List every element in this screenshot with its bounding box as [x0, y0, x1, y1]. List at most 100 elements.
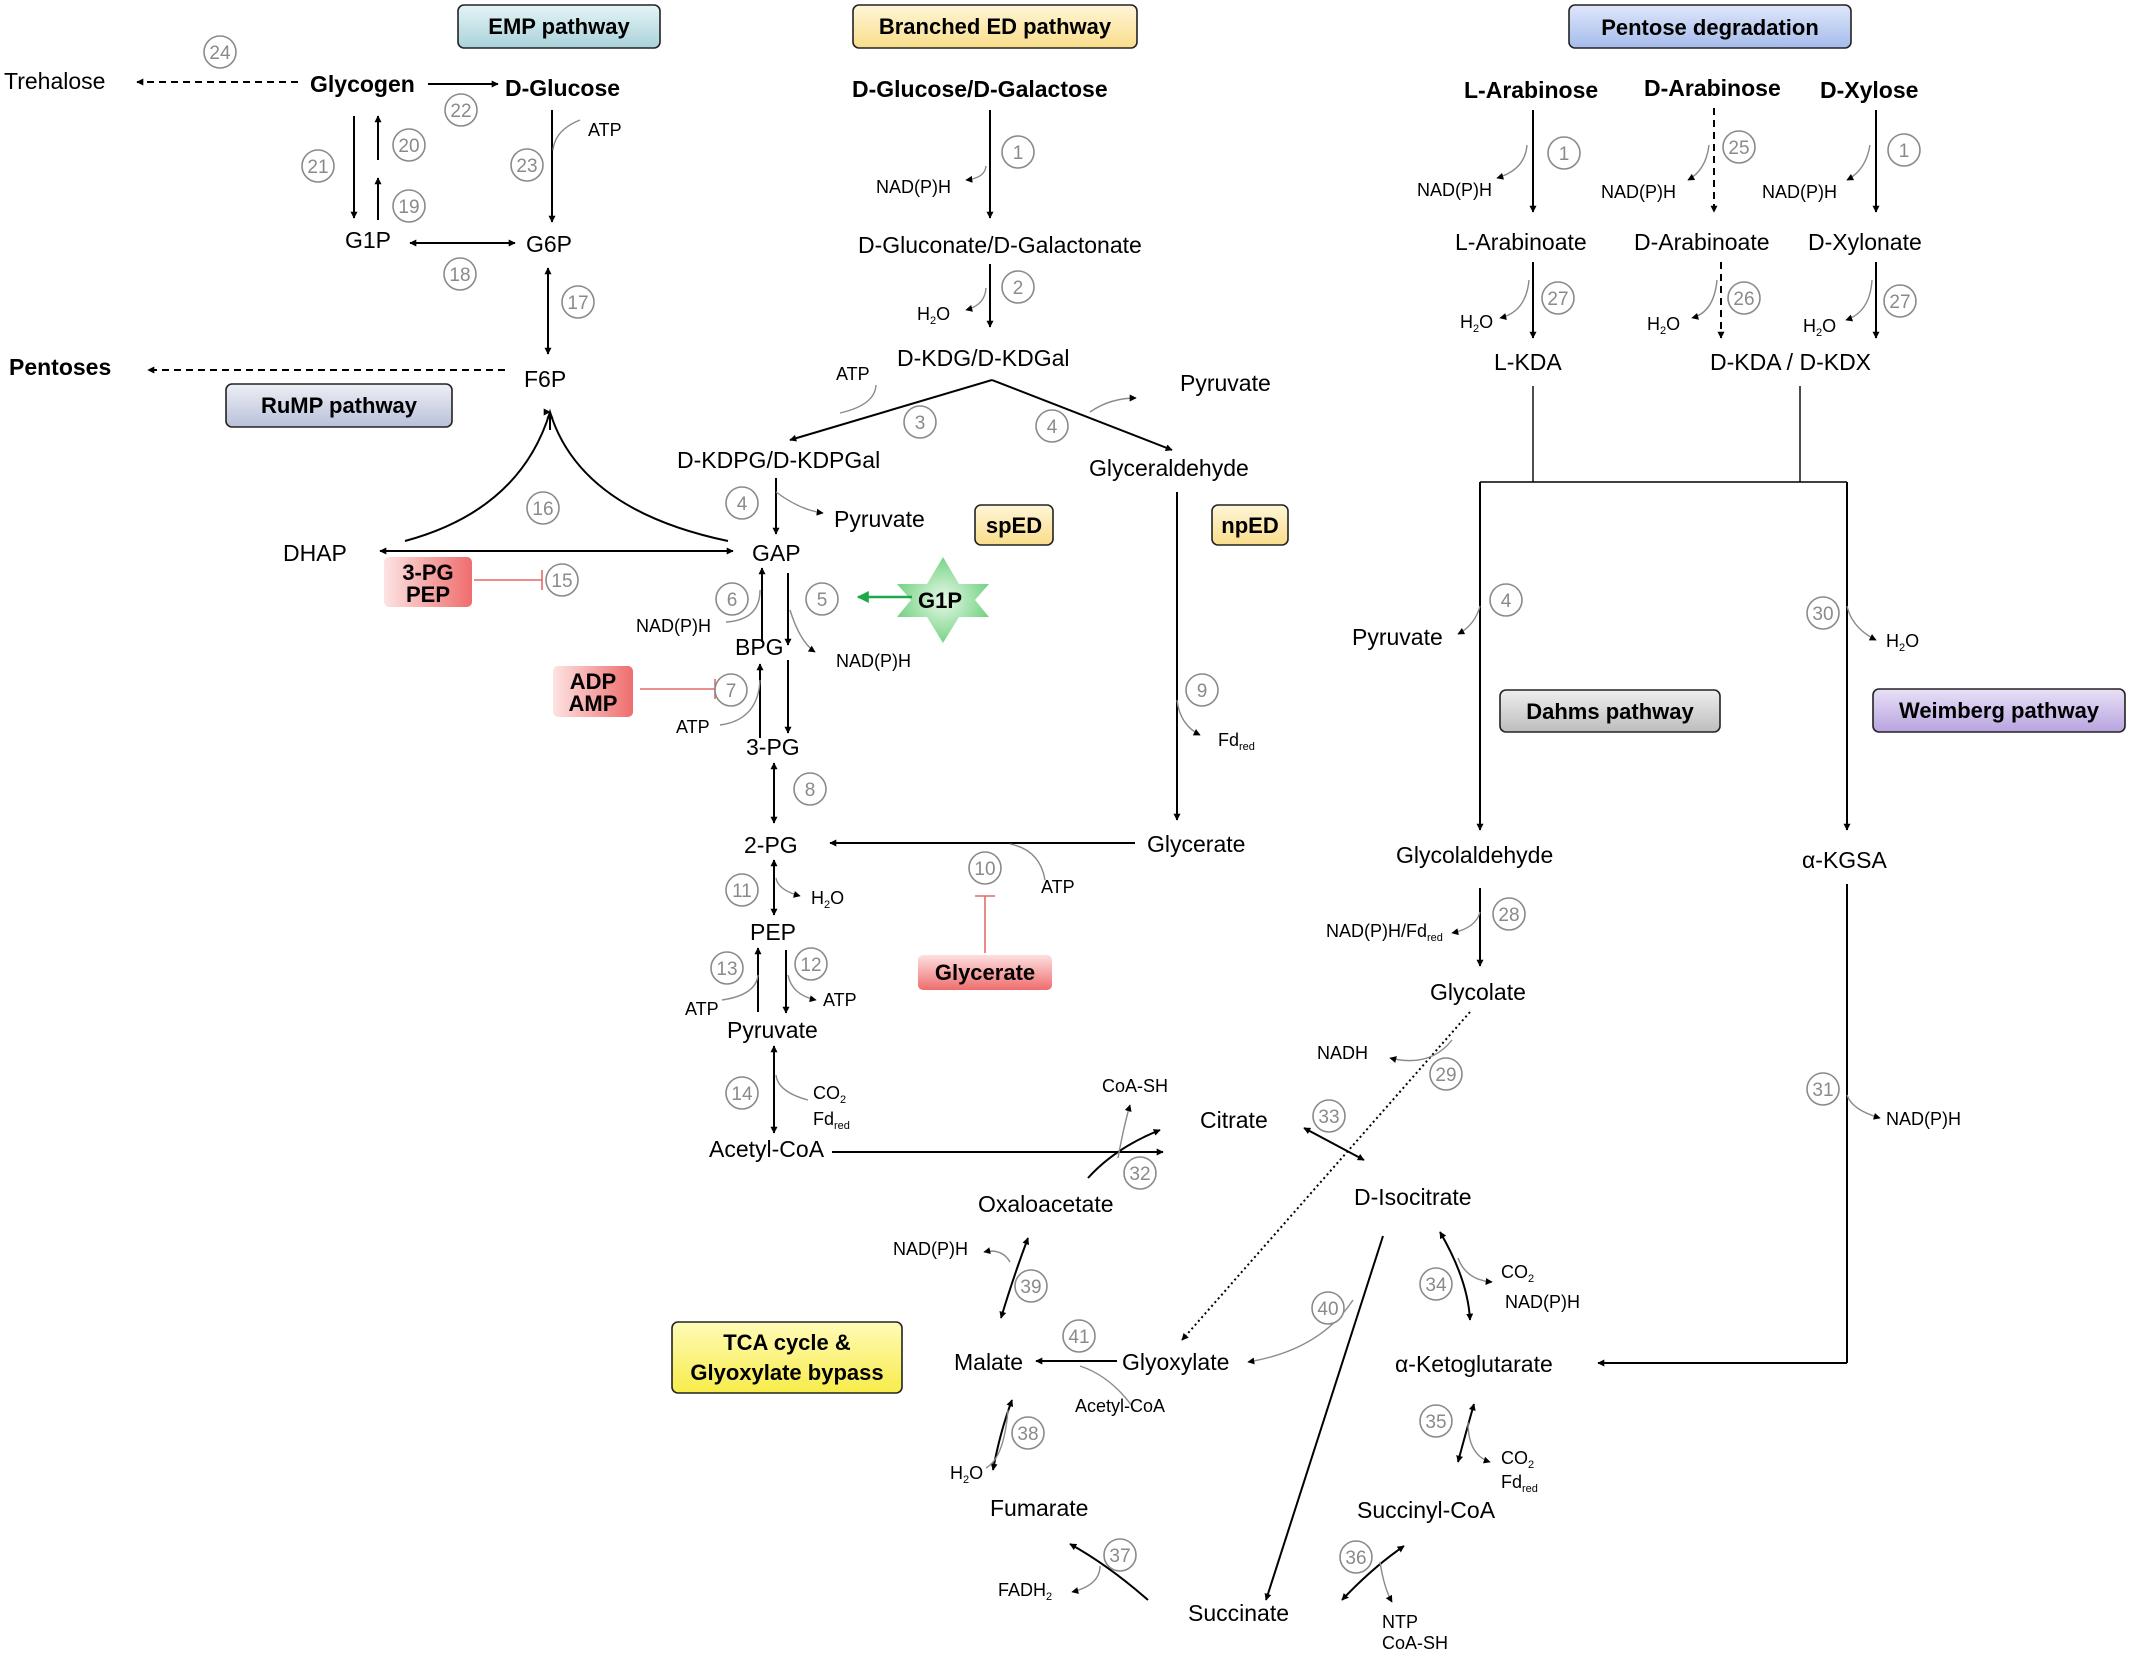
enzyme-number: 27	[1547, 289, 1568, 310]
enzyme-number: 4	[1501, 591, 1512, 612]
cofactor-h2o: H2O	[1460, 312, 1493, 335]
enzyme-number: 9	[1197, 681, 1208, 702]
enzyme-number: 6	[727, 590, 738, 611]
enzyme-number-badge: 29	[1429, 1057, 1463, 1091]
label-dahms-text: Dahms pathway	[1526, 699, 1694, 724]
enzyme-number: 10	[974, 859, 995, 880]
enzyme-number: 7	[726, 681, 737, 702]
metabolite-l-kda: L-KDA	[1494, 349, 1562, 375]
label-branched-ed-text: Branched ED pathway	[879, 14, 1112, 39]
activator-g1p-text: G1P	[918, 588, 962, 613]
tca-arrows	[983, 1011, 1493, 1603]
enzyme-number-badge: 27	[1541, 281, 1575, 315]
regulator-3pg-pep: 3-PG PEP	[384, 557, 472, 607]
enzyme-number-badge: 38	[1011, 1416, 1045, 1450]
enzyme-number-badge: 18	[443, 257, 477, 291]
cofactor-h2o: H2O	[917, 304, 950, 327]
enzyme-number-badge: 25	[1722, 130, 1756, 164]
regulator-glycerate: Glycerate	[918, 955, 1052, 990]
activator-g1p-star: G1P	[897, 557, 989, 643]
cofactor-nadph: NAD(P)H	[876, 177, 951, 197]
enzyme-number-badge: 14	[725, 1076, 759, 1110]
enzyme-number-badge: 24	[203, 35, 237, 69]
metabolite-pep: PEP	[750, 919, 796, 945]
label-tca-cycle: TCA cycle & Glyoxylate bypass	[671, 1321, 903, 1394]
cofactor-co2: CO2	[1501, 1262, 1534, 1285]
metabolite-succinyl-coa: Succinyl-CoA	[1357, 1497, 1496, 1523]
enzyme-number: 5	[817, 590, 828, 611]
metabolite-kdpg-kdpgal: D-KDPG/D-KDPGal	[677, 447, 880, 473]
enzyme-number-badge: 15	[545, 563, 579, 597]
enzyme-number: 15	[551, 571, 572, 592]
metabolite-gluconate-galactonate: D-Gluconate/D-Galactonate	[858, 232, 1142, 258]
metabolite-glucose-galactose: D-Glucose/D-Galactose	[852, 76, 1108, 102]
enzyme-number: 41	[1068, 1327, 1089, 1348]
enzyme-number-badge: 16	[526, 491, 560, 525]
enzyme-number-badge: 26	[1727, 281, 1761, 315]
enzyme-number-badge: 23	[510, 148, 544, 182]
cofactor-nadph: NAD(P)H	[636, 616, 711, 636]
metabolite-citrate: Citrate	[1200, 1107, 1268, 1133]
enzyme-number: 14	[731, 1084, 753, 1105]
enzyme-number-badge: 37	[1103, 1538, 1137, 1572]
enzyme-number-badge: 13	[710, 951, 744, 985]
metabolite-dhap: DHAP	[283, 540, 347, 566]
enzyme-number-badge: 5	[805, 582, 839, 616]
enzyme-number: 18	[449, 265, 470, 286]
emp-arrows	[136, 78, 734, 555]
cofactor-nadph: NAD(P)H	[893, 1239, 968, 1259]
cofactor-nadph: NAD(P)H	[1601, 182, 1676, 202]
enzyme-number-badge: 11	[725, 873, 759, 907]
enzyme-number-badge: 27	[1883, 284, 1917, 318]
enzyme-number-badge: 9	[1185, 673, 1219, 707]
metabolite-akgsa: α-KGSA	[1802, 847, 1888, 873]
enzyme-number-badge: 1	[1001, 135, 1035, 169]
metabolite-g1p: G1P	[345, 227, 391, 253]
cofactor-atp: ATP	[836, 364, 870, 384]
enzyme-number-badge: 40	[1311, 1291, 1345, 1325]
enzyme-number-badge: 4	[725, 486, 759, 520]
enzyme-number: 23	[516, 156, 537, 177]
cofactor-nadh: NADH	[1317, 1043, 1368, 1063]
enzyme-number-badge: 7	[714, 673, 748, 707]
metabolite-gap: GAP	[752, 540, 801, 566]
enzyme-number: 28	[1498, 905, 1519, 926]
enzyme-number-badge: 1	[1887, 133, 1921, 167]
regulator-adp-text: ADP	[570, 669, 616, 694]
enzyme-number-badge: 19	[392, 189, 426, 223]
metabolite-trehalose: Trehalose	[4, 68, 105, 94]
metabolite-glyoxylate: Glyoxylate	[1122, 1349, 1229, 1375]
enzyme-number: 38	[1017, 1424, 1038, 1445]
enzyme-number-badge: 8	[793, 772, 827, 806]
cofactor-atp: ATP	[685, 999, 719, 1019]
cofactor-fadh2: FADH2	[998, 1580, 1052, 1603]
cofactor-acetyl-coa: Acetyl-CoA	[1075, 1396, 1165, 1416]
enzyme-number: 3	[915, 413, 926, 434]
enzyme-number: 35	[1425, 1412, 1446, 1433]
metabolite-d-isocitrate: D-Isocitrate	[1354, 1184, 1472, 1210]
cofactor-fd: Fdred	[813, 1109, 850, 1132]
enzyme-number: 1	[1559, 144, 1570, 165]
cofactor-co2: CO2	[813, 1083, 846, 1106]
tca-cofactors: NADH NAD(P)H Acetyl-CoA H2O CO2 NAD(P)H …	[893, 1043, 1580, 1653]
metabolite-kdg-kdgal: D-KDG/D-KDGal	[897, 345, 1070, 371]
enzyme-number: 32	[1129, 1164, 1150, 1185]
enzyme-number: 12	[800, 955, 821, 976]
cofactor-nadph: NAD(P)H	[1886, 1109, 1961, 1129]
metabolite-d-xylose: D-Xylose	[1820, 77, 1918, 103]
metabolite-glycogen: Glycogen	[310, 71, 415, 97]
label-sped-text: spED	[986, 513, 1042, 538]
metabolite-glycolaldehyde: Glycolaldehyde	[1396, 842, 1553, 868]
enzyme-number: 30	[1812, 604, 1833, 625]
enzyme-number-badge: 2	[1001, 270, 1035, 304]
regulator-3pg-text: 3-PG	[402, 560, 453, 585]
metabolite-succinate: Succinate	[1188, 1600, 1289, 1626]
metabolite-pyruvate-kdpg: Pyruvate	[834, 506, 925, 532]
label-weimberg-pathway: Weimberg pathway	[1872, 688, 2126, 733]
cofactor-nadph: NAD(P)H	[1505, 1292, 1580, 1312]
label-sped: spED	[974, 504, 1054, 546]
regulator-glycerate-text: Glycerate	[935, 960, 1035, 985]
metabolite-pyruvate-ed: Pyruvate	[1180, 370, 1271, 396]
metabolite-a-ketoglutarate: α-Ketoglutarate	[1395, 1351, 1553, 1377]
